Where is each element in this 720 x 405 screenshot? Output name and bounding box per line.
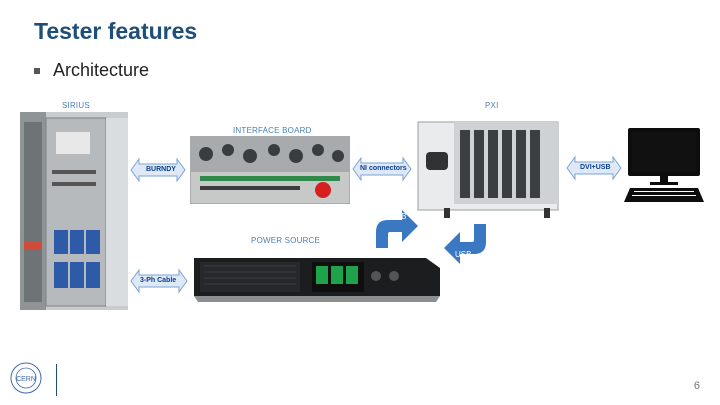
dvi-usb-arrow-label: DVI+USB <box>580 164 611 171</box>
monitor-keyboard-image <box>624 128 704 202</box>
three-ph-cable-double-arrow <box>130 268 188 294</box>
interface-board-caption: INTERFACE BOARD <box>233 126 312 135</box>
burndy-arrow-label: BURNDY <box>146 166 176 173</box>
bullet-text: Architecture <box>53 60 150 80</box>
usb-up-arrow <box>376 210 418 248</box>
slide-title: Tester features <box>34 18 198 44</box>
interface-board-image <box>190 136 350 204</box>
sirius-caption: SIRIUS <box>62 101 90 110</box>
ni-connectors-arrow-label: NI connectors <box>360 165 407 172</box>
cern-logo: CERN <box>10 362 42 394</box>
burndy-double-arrow <box>130 157 186 183</box>
usb-down-arrow <box>444 224 486 264</box>
page-number: 6 <box>693 380 700 392</box>
bullet-item: Architecture <box>34 60 149 81</box>
cern-logo-text: CERN <box>16 376 36 383</box>
ni-connectors-double-arrow <box>352 156 412 182</box>
bullet-marker <box>34 67 40 74</box>
dvi-usb-double-arrow <box>566 155 622 181</box>
usb-up-arrow-label: USB <box>390 212 407 221</box>
pxi-chassis-image <box>417 121 559 218</box>
logo-divider <box>56 364 57 396</box>
three-ph-cable-arrow-label: 3-Ph Cable <box>140 277 177 284</box>
sirius-cabinet-image <box>20 112 128 310</box>
usb-down-arrow-label: USB <box>455 250 472 259</box>
power-source-caption: POWER SOURCE <box>251 236 321 245</box>
pxi-caption: PXI <box>485 101 499 110</box>
power-source-image <box>194 258 440 302</box>
